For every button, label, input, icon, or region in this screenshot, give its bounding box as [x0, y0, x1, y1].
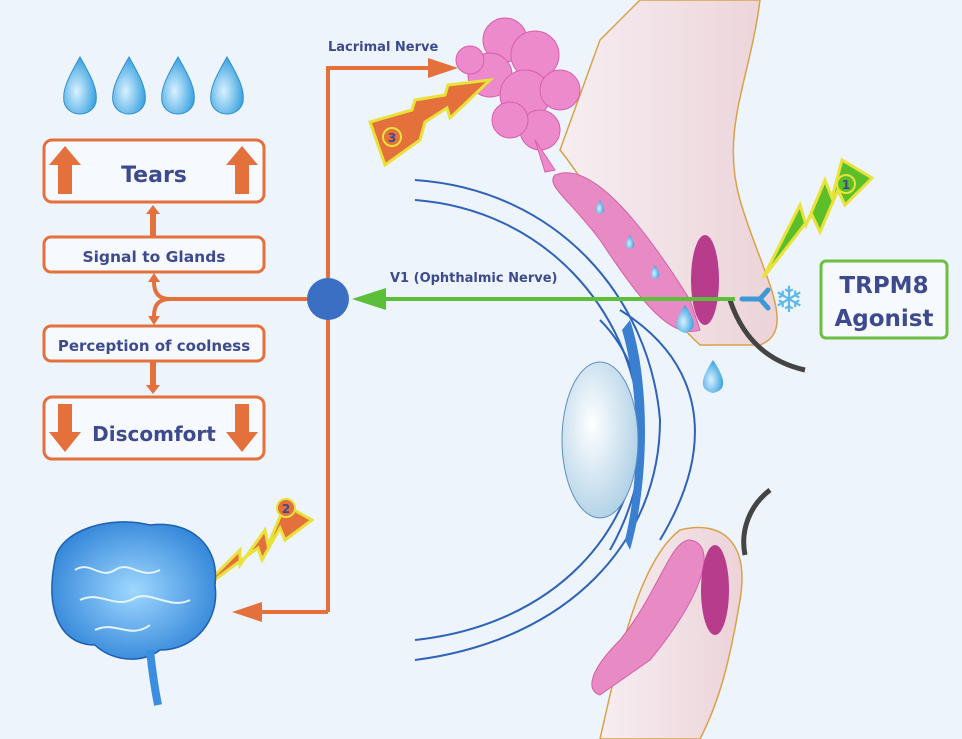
up-arrow-icon	[226, 146, 258, 194]
tears-box	[42, 138, 266, 204]
trigeminal-node	[307, 278, 349, 320]
signal-box	[42, 235, 266, 274]
bolt-2-badge	[276, 498, 296, 518]
lacrimal-gland	[455, 17, 581, 173]
lightning-bolt-3-icon	[368, 77, 495, 168]
lower-eyelash-follicle	[701, 545, 729, 635]
tear-drop-icon	[112, 55, 146, 115]
arrow-signal-to-tears	[146, 205, 160, 236]
bolt-3-number: 3	[388, 131, 396, 145]
perception-box	[42, 324, 266, 363]
bolt-3-badge	[382, 127, 402, 147]
discomfort-box	[42, 395, 266, 461]
v1-arrowhead	[352, 288, 386, 310]
lower-meibomian-gland	[591, 539, 705, 696]
tears-label: Tears	[121, 163, 187, 188]
meibomian-gland	[552, 172, 701, 332]
lightning-bolt-2-icon	[196, 502, 315, 594]
signal-label: Signal to Glands	[82, 248, 225, 266]
up-arrow-icon	[49, 146, 81, 194]
bolt-2-number: 2	[282, 502, 290, 516]
brain-arrowhead	[232, 602, 262, 622]
discomfort-label: Discomfort	[92, 422, 216, 446]
bolt-1-badge	[836, 174, 856, 194]
brain-icon	[51, 521, 217, 706]
down-arrow-icon	[226, 404, 258, 452]
trpm8-label: TRPM8	[839, 273, 928, 299]
agonist-label: Agonist	[834, 306, 933, 332]
eyelash-follicle	[691, 235, 719, 325]
lacrimal-nerve-label: Lacrimal Nerve	[328, 40, 439, 55]
lacrimal-arrowhead	[428, 58, 458, 78]
tear-drop-icon	[161, 55, 195, 115]
snowflake-icon: ❄	[774, 280, 804, 321]
efferent-nerve-paths	[152, 66, 432, 614]
cornea	[622, 320, 645, 550]
perception-label: Perception of coolness	[58, 337, 250, 355]
v1-nerve-label: V1 (Ophthalmic Nerve)	[390, 271, 557, 286]
tear-film-drops	[595, 200, 724, 393]
lower-eyelash	[741, 488, 772, 556]
bolt-1-number: 1	[842, 178, 850, 192]
tear-drop-icon	[63, 55, 97, 115]
tear-drops	[63, 55, 244, 115]
down-arrow-icon	[49, 404, 81, 452]
trpm8-agonist-box	[819, 259, 949, 340]
upper-eyelash	[727, 299, 806, 373]
lens	[561, 361, 639, 519]
trpm8-receptor-icon	[739, 287, 771, 311]
tear-drop-icon	[210, 55, 244, 115]
arrow-perception-to-discomfort	[146, 362, 160, 394]
branch-arrowheads	[148, 273, 160, 325]
